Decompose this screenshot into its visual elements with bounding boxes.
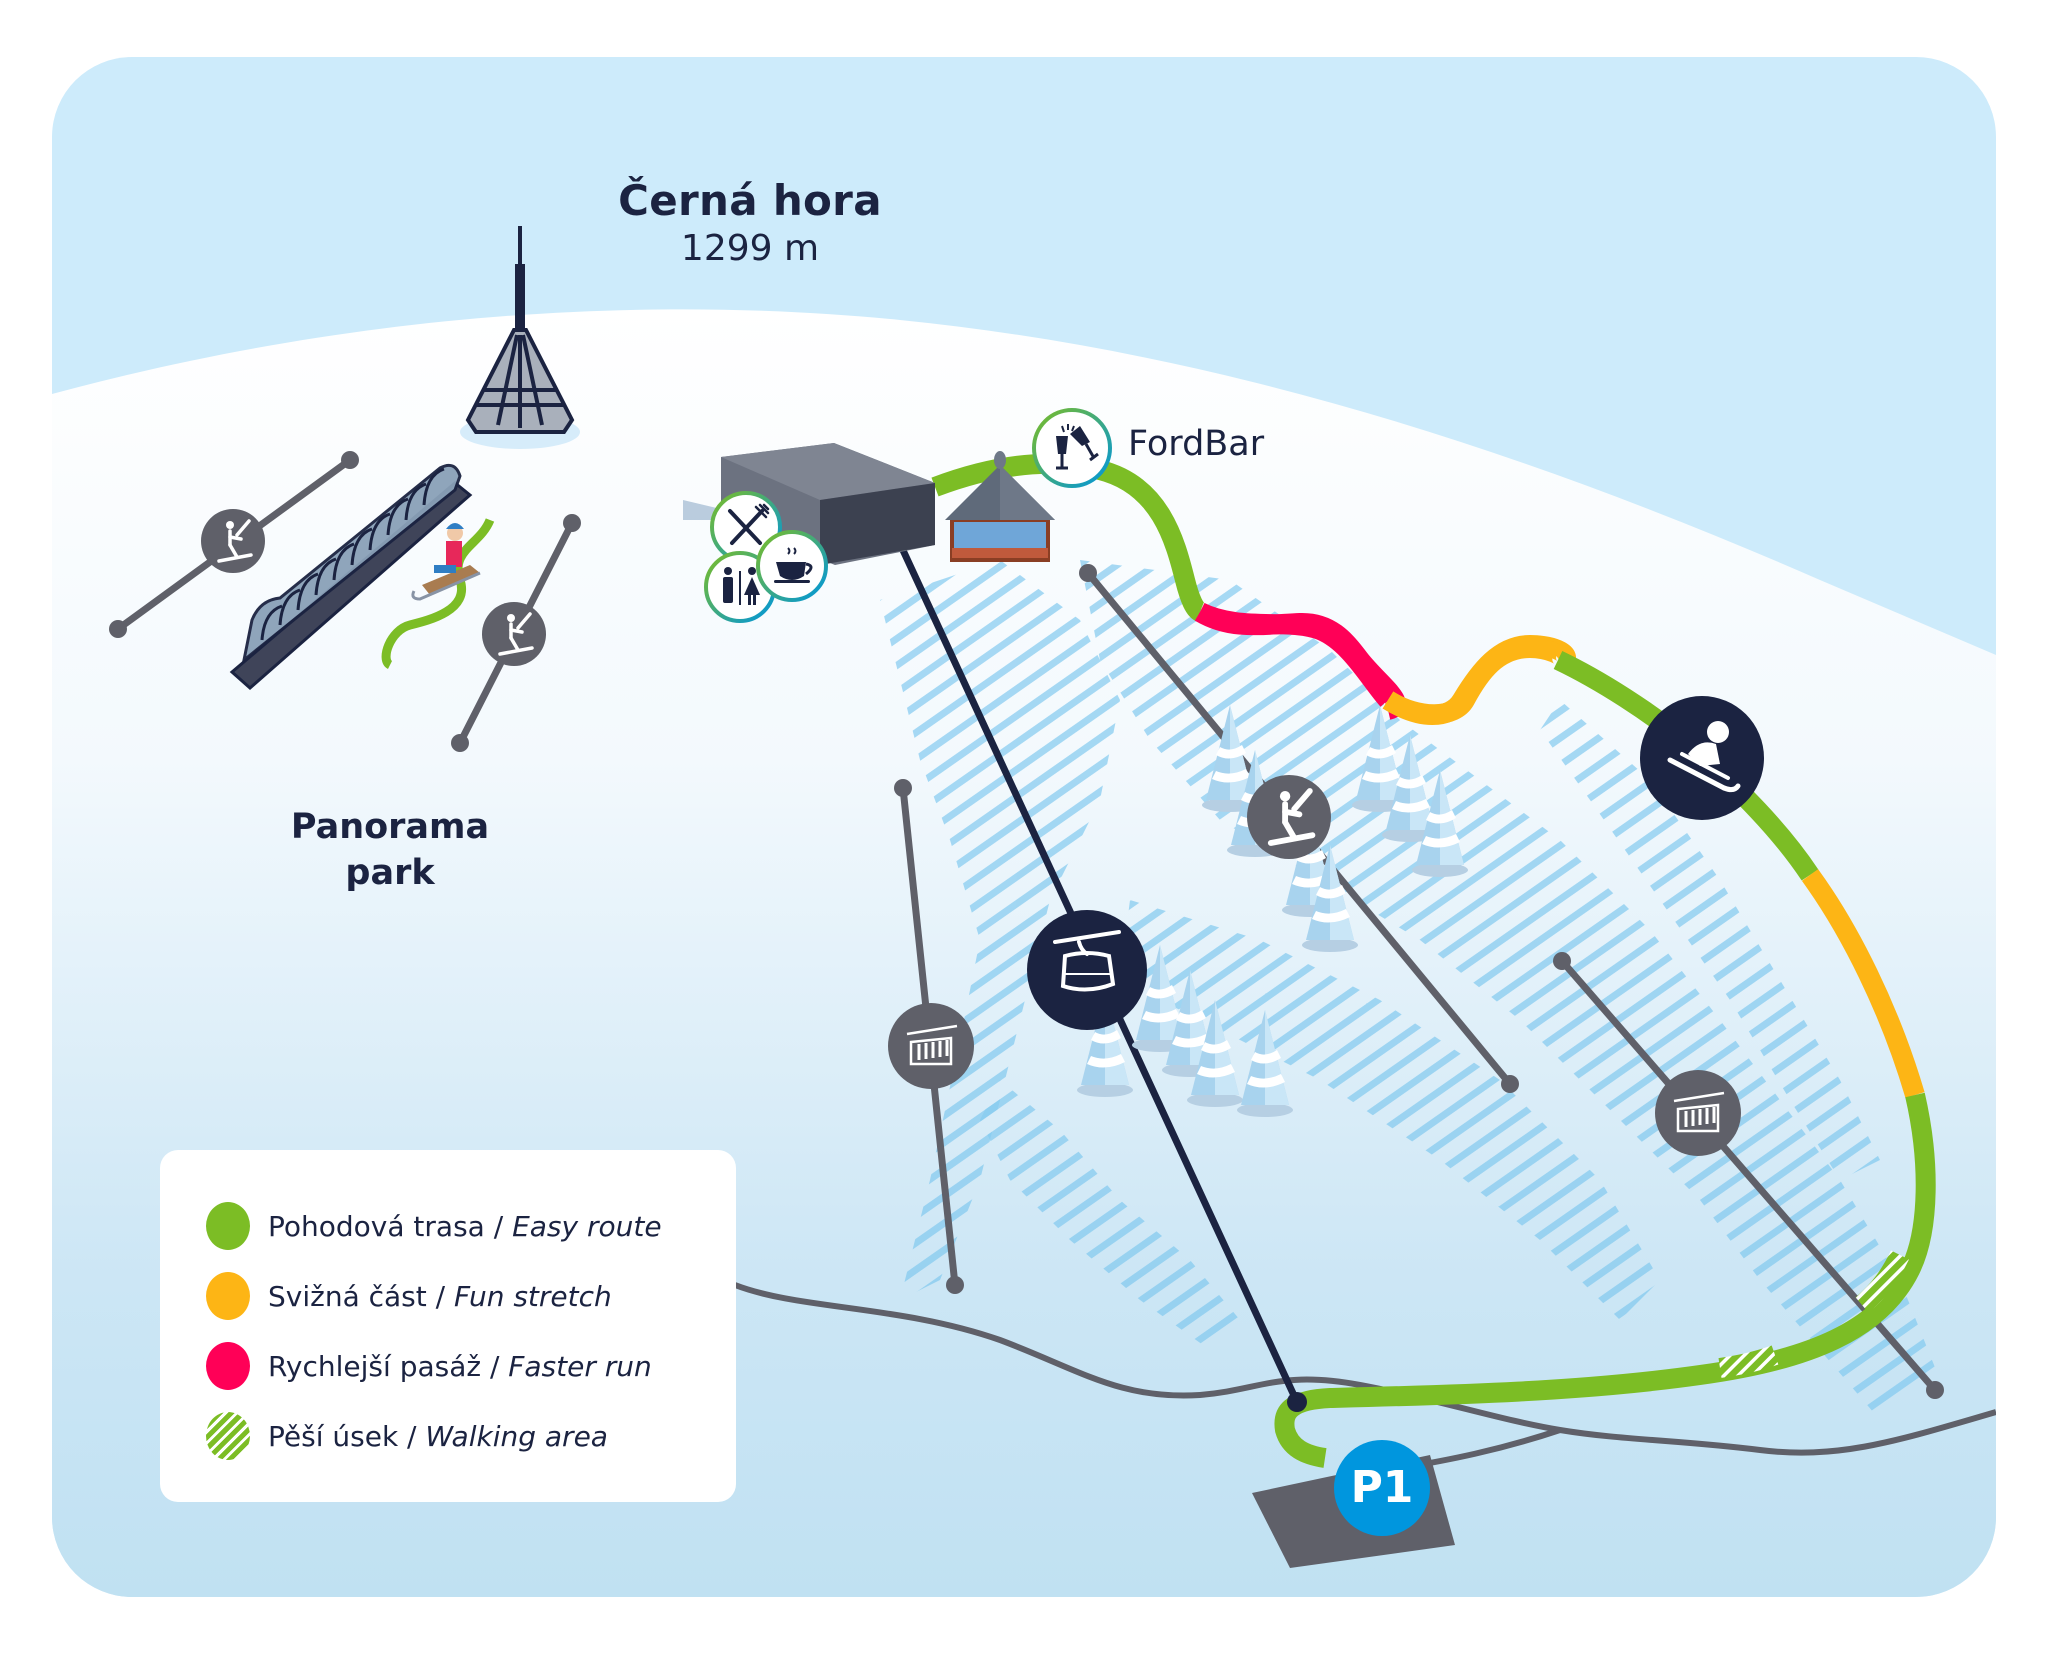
coffee-cup-icon [774, 547, 813, 583]
legend-label-cz: Svižná část [268, 1279, 427, 1313]
legend: Pohodová trasa / Easy route Svižná část … [160, 1150, 736, 1502]
drag-lift-icon [1267, 788, 1316, 846]
legend-item-walking: Pěší úsek / Walking area [206, 1412, 608, 1460]
drag-lift-marker-3 [1247, 775, 1331, 859]
chairlift-icon [1673, 1091, 1725, 1133]
legend-label-cz: Rychlejší pasáž [268, 1349, 482, 1383]
cafe-poi [756, 530, 828, 602]
fork-knife-icon [728, 503, 770, 545]
legend-item-faster: Rychlejší pasáž / Faster run [206, 1342, 652, 1390]
lift-markers [201, 509, 1764, 1156]
legend-separator: / [426, 1279, 454, 1313]
drag-lift-icon [498, 612, 534, 656]
champagne-glasses-icon [1056, 424, 1099, 470]
parking-label[interactable]: P1 [1350, 1462, 1414, 1513]
road [733, 1282, 1996, 1456]
peak-elevation: 1299 m [680, 228, 820, 269]
panorama-park-track [381, 518, 495, 670]
area-label-panorama-park: Panorama park [290, 807, 490, 893]
legend-swatch-fun [206, 1272, 250, 1320]
sledder-illustration [411, 523, 481, 601]
legend-item-easy: Pohodová trasa / Easy route [206, 1202, 662, 1250]
poi-markers [704, 408, 1112, 623]
walking-segment-1 [1855, 1250, 1909, 1313]
drag-lift-marker-2 [482, 602, 546, 666]
bobsled-track [381, 453, 1936, 1468]
track-faster-b [1195, 602, 1396, 707]
legend-label-en: Fun stretch [453, 1279, 612, 1313]
walking-segment-2 [1718, 1345, 1779, 1378]
drag-lift-marker-1 [201, 509, 265, 573]
parking-badge [1334, 1440, 1430, 1536]
track-fun-2 [1801, 869, 1925, 1098]
gondola-icon [1053, 930, 1121, 992]
parking-lot [1252, 1440, 1455, 1568]
legend-label-cz: Pěší úsek [268, 1419, 399, 1453]
sled-tube [229, 463, 473, 691]
restaurant-poi [710, 491, 782, 563]
legend-label-en: Walking area [425, 1419, 608, 1453]
chairlift-marker-1 [888, 1003, 974, 1089]
bar-label: FordBar [1128, 424, 1265, 464]
toilets-icon [723, 567, 760, 605]
chairlift-icon [906, 1024, 958, 1066]
peak-name: Černá hora [618, 176, 882, 225]
legend-separator: / [481, 1349, 509, 1383]
legend-swatch-walking [206, 1412, 250, 1460]
drag-lift-icon [217, 519, 253, 563]
piste-zones [880, 560, 1940, 1420]
bar-poi [1032, 408, 1112, 488]
legend-label-en: Faster run [508, 1349, 652, 1383]
tower-icon [460, 226, 580, 449]
bobsled-icon [1667, 721, 1741, 793]
legend-item-fun: Svižná část / Fun stretch [206, 1272, 612, 1320]
legend-separator: / [398, 1419, 426, 1453]
gondola-marker [1027, 910, 1147, 1030]
pavilion-building [945, 451, 1055, 562]
chairlift-marker-2 [1655, 1070, 1741, 1156]
track-fun-1b [1382, 637, 1573, 725]
bobsled-marker [1640, 696, 1764, 820]
legend-swatch-faster [206, 1342, 250, 1390]
legend-swatch-easy [206, 1202, 250, 1250]
legend-separator: / [484, 1209, 513, 1243]
legend-label-cz: Pohodová trasa [268, 1209, 485, 1243]
track-easy-3 [1274, 1092, 1936, 1468]
legend-label-en: Easy route [512, 1209, 662, 1243]
